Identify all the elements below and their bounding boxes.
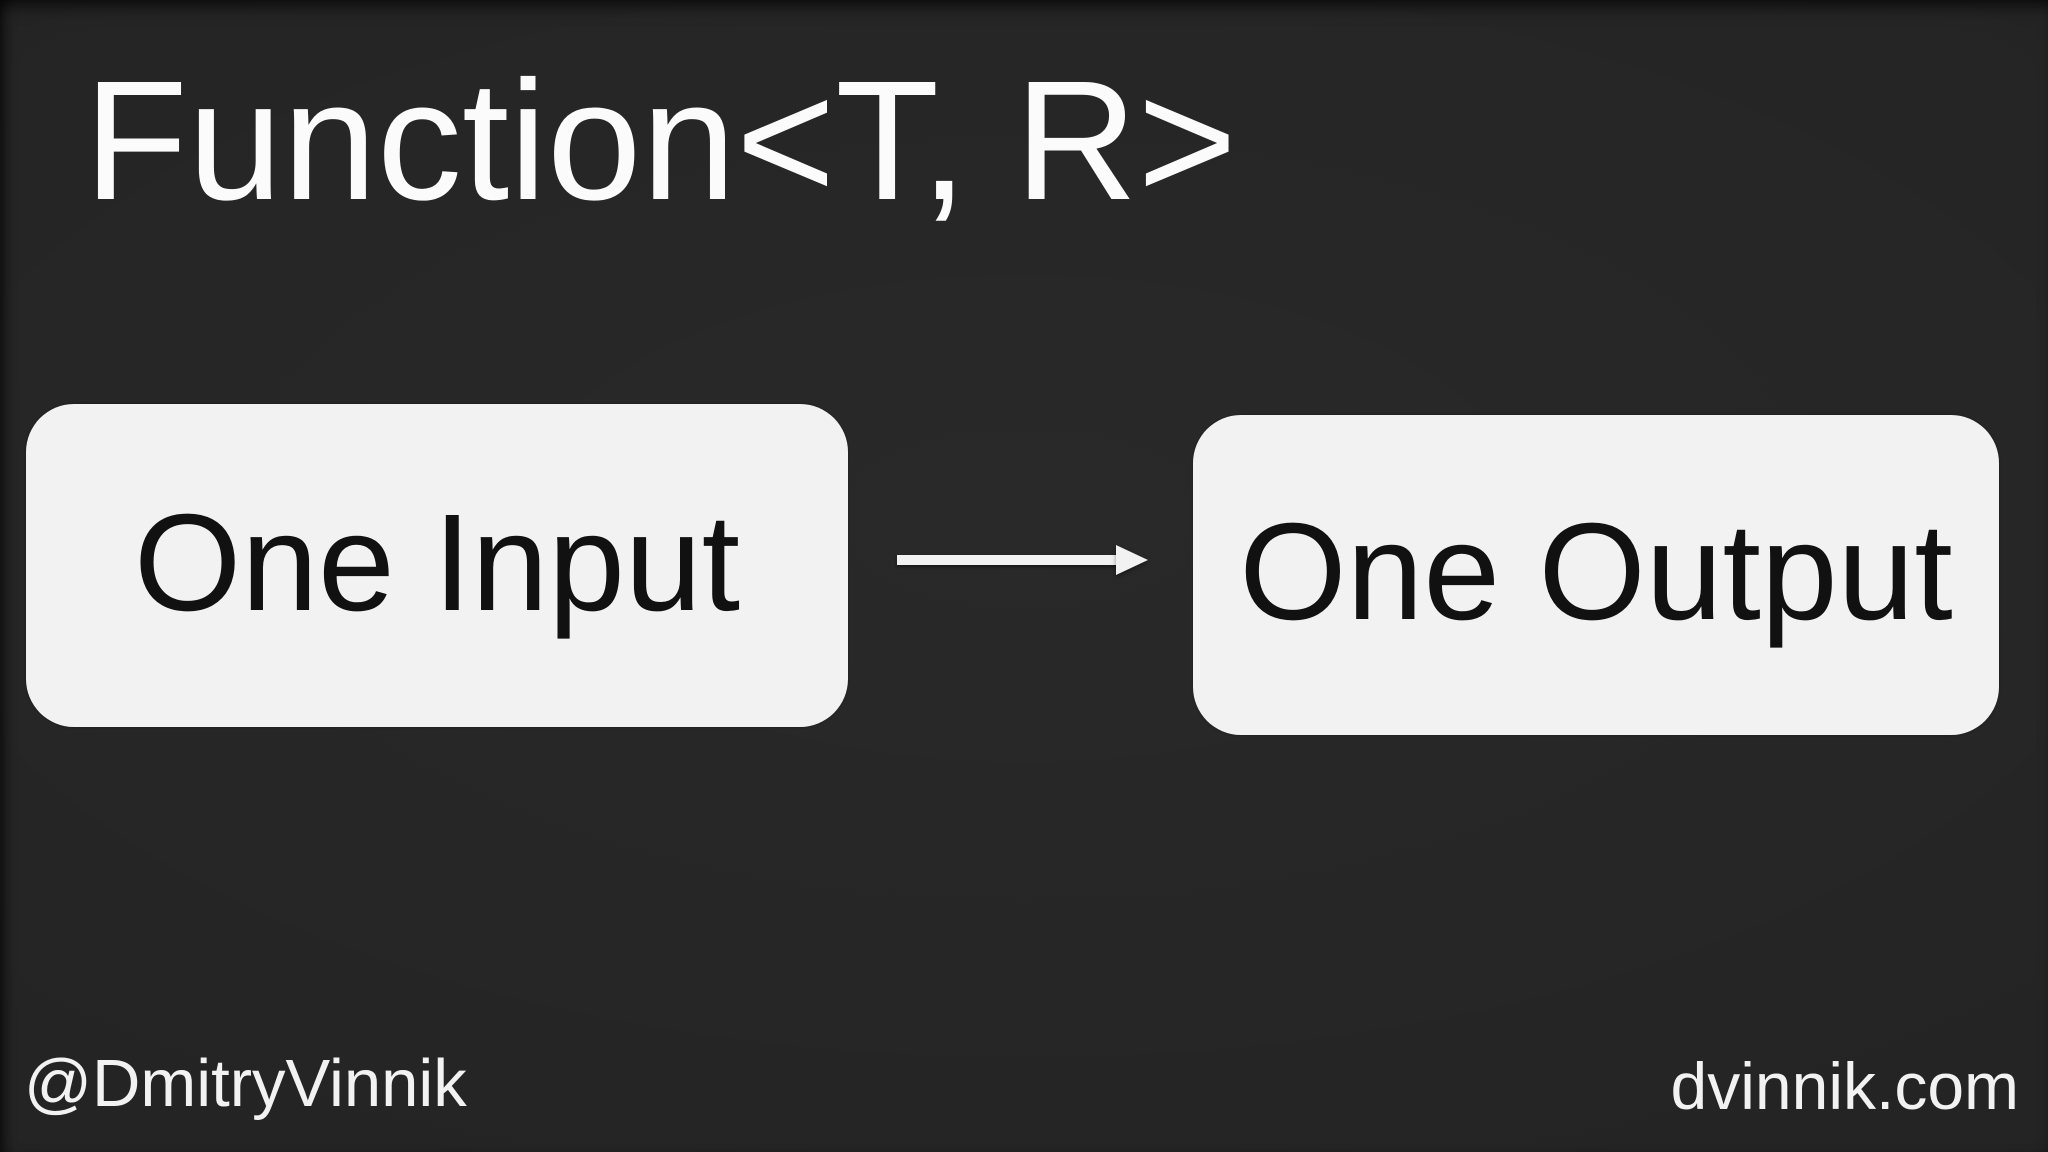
author-social-handle: @DmitryVinnik [24, 1046, 467, 1121]
arrow-shaft [897, 555, 1123, 565]
input-node-label: One Input [133, 485, 741, 640]
author-website: dvinnik.com [1670, 1049, 2019, 1123]
arrow-head [1116, 545, 1148, 575]
right-arrow-icon [897, 545, 1148, 575]
input-node: One Input [26, 404, 848, 727]
output-node-label: One Output [1239, 495, 1953, 649]
output-node: One Output [1193, 415, 1999, 735]
slide-title: Function<T, R> [84, 46, 1237, 236]
